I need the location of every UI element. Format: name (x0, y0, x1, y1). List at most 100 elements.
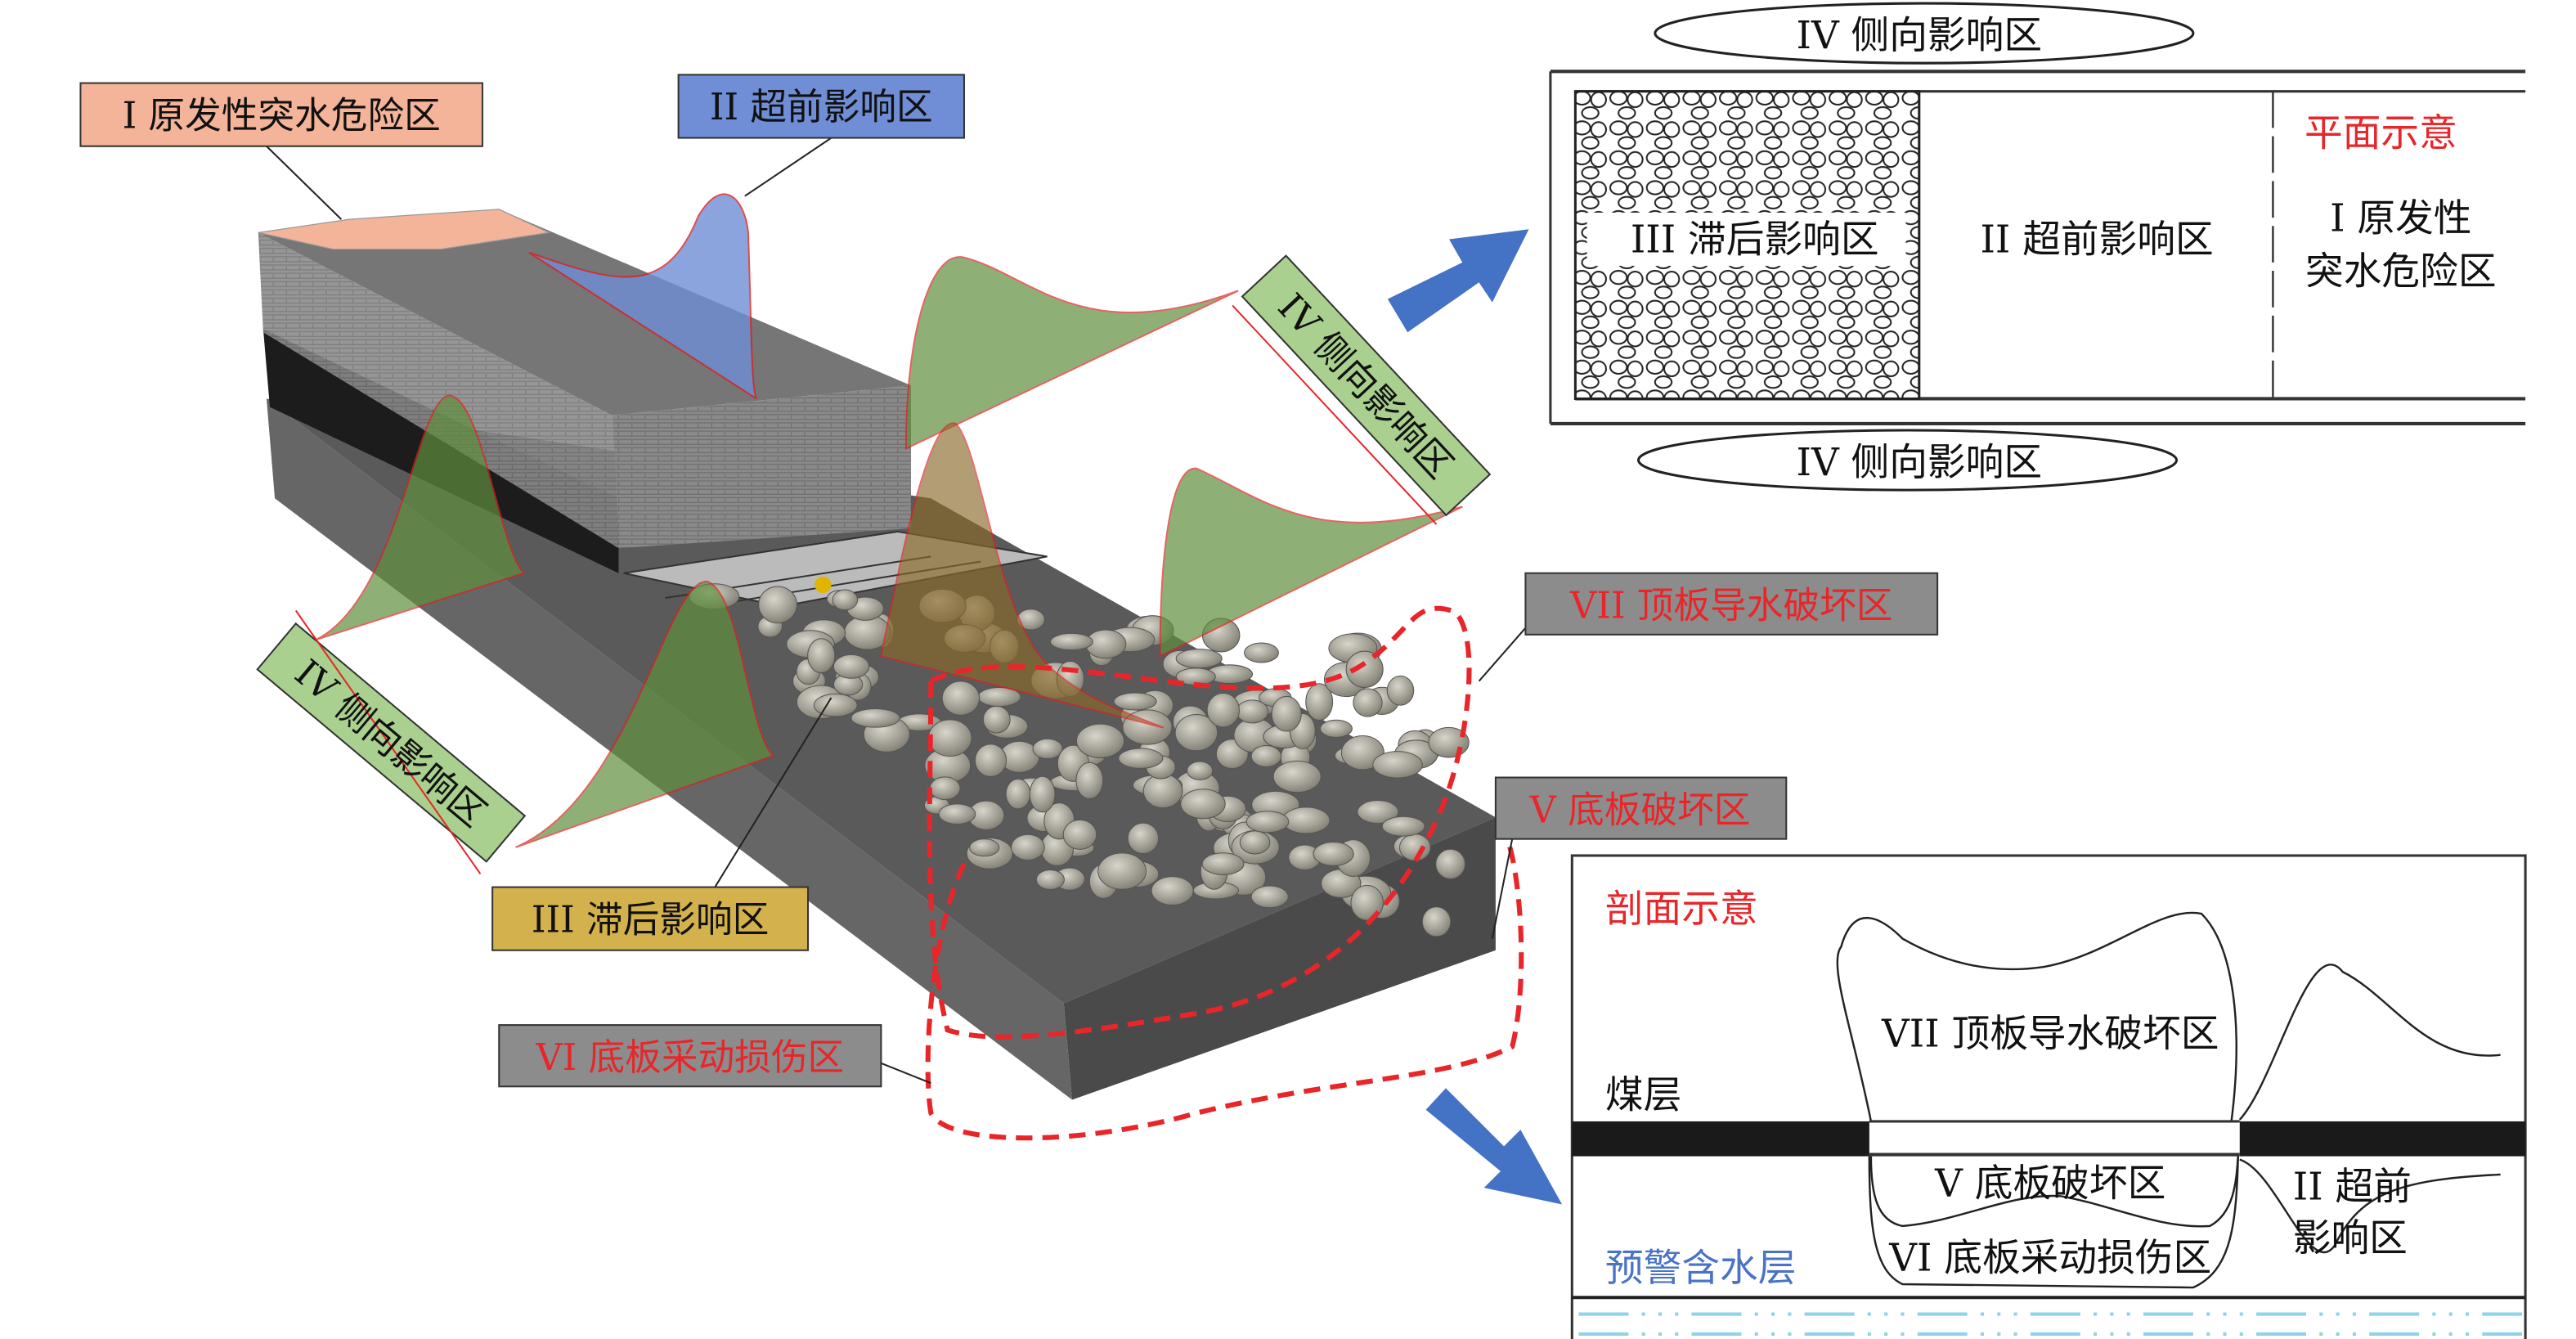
rock (1271, 695, 1302, 732)
rock (982, 705, 1011, 734)
rock (1075, 723, 1125, 759)
rock (969, 838, 1000, 857)
section-view: 剖面示意 VII 顶板导水破坏区 煤层 V 底板破坏区 VI 底板采动损伤区 I… (1570, 854, 2527, 1339)
rock (832, 654, 870, 679)
arrow-to-plan-view-icon (1387, 229, 1529, 333)
zone-III-brown-curve (880, 422, 1165, 729)
rock (1187, 761, 1214, 780)
rock (1097, 852, 1147, 890)
shearer-icon (815, 576, 832, 594)
label-zone-VI-text: VI 底板采动损伤区 (535, 1036, 844, 1079)
rock (1319, 719, 1353, 738)
rock (1381, 816, 1425, 837)
section-zone-II-text-line1: II 超前 (2293, 1165, 2412, 1209)
caved-rocks (689, 583, 1470, 937)
rock (929, 776, 961, 801)
label-zone-VII: VII 顶板导水破坏区 (1524, 572, 1939, 636)
section-zone-VI-outline (1868, 1156, 2239, 1289)
rock (927, 719, 972, 757)
rock (832, 589, 859, 611)
section-zone-II-roof-curve (2238, 964, 2501, 1121)
label-zone-III: III 滞后影响区 (491, 886, 810, 951)
rock (1050, 632, 1093, 651)
rock (1180, 789, 1226, 820)
zone-II-curve (528, 193, 757, 400)
zone-IV-right-curve-upper (904, 256, 1239, 450)
plan-zone-II-text: II 超前影响区 (1980, 218, 2213, 263)
roof-block-front (612, 385, 911, 549)
rock (974, 744, 1008, 778)
rock (1345, 650, 1384, 688)
arrow-to-section-view-icon (1425, 1088, 1563, 1205)
working-face-3d-model (258, 137, 1527, 1141)
label-zone-V-text: V 底板破坏区 (1529, 789, 1751, 831)
plan-bottom-ellipse-text: IV 侧向影响区 (1797, 441, 2043, 485)
rock (1142, 773, 1183, 809)
rock (1372, 751, 1423, 779)
rock (1118, 748, 1164, 769)
plan-zone-III-text: III 滞后影响区 (1631, 218, 1879, 263)
section-aquifer-label: 预警含水层 (1605, 1247, 1797, 1291)
leader-lines (266, 137, 1527, 1085)
rock (1272, 760, 1322, 793)
section-zone-V-outline (1869, 1156, 2239, 1228)
rock (1250, 885, 1289, 909)
rock (1032, 738, 1063, 760)
label-zone-VI: VI 底板采动损伤区 (498, 1024, 882, 1088)
label-zone-I-text: I 原发性突水危险区 (123, 94, 441, 137)
zone-IV-right-curve-lower (1159, 467, 1463, 658)
rock (1357, 800, 1399, 825)
coal-seam-right (2239, 1121, 2526, 1157)
rock (1151, 876, 1194, 906)
section-zone-VI-text: VI 底板采动损伤区 (1888, 1237, 2211, 1281)
section-zone-VII-outline (1836, 911, 2237, 1122)
section-zone-II-floor-curve (2239, 1158, 2501, 1254)
rock (1244, 642, 1279, 663)
rock (1236, 699, 1269, 724)
plan-view: IV 侧向影响区 III 滞后影响区 II 超前影响区 平面示意 I 原发性 突… (1549, 2, 2526, 492)
rock (1127, 822, 1160, 855)
rock (1113, 692, 1157, 711)
zone-III-curve (515, 580, 775, 848)
label-zone-III-text: III 滞后影响区 (532, 898, 770, 941)
rock (938, 803, 976, 825)
rock (758, 586, 797, 624)
rock (1386, 675, 1415, 706)
rock (1175, 649, 1223, 669)
rock (1435, 848, 1466, 879)
section-zone-VII-text: VII 顶板导水破坏区 (1881, 1013, 2219, 1057)
label-zone-II: II 超前影响区 (677, 74, 965, 139)
label-zone-I: I 原发性突水危险区 (79, 82, 483, 147)
rock (1313, 842, 1354, 866)
rock (1062, 819, 1097, 850)
rock (1174, 714, 1218, 752)
label-zone-IV-left-text: IV 侧向影响区 (287, 652, 495, 836)
label-zone-V: V 底板破坏区 (1494, 776, 1788, 840)
rock (941, 681, 981, 716)
rock (1011, 834, 1045, 860)
plan-zone-I-text-line2: 突水危险区 (2305, 249, 2497, 294)
rock (1421, 906, 1452, 937)
rock (1035, 869, 1065, 890)
zone-I-patch (258, 209, 551, 250)
plan-zone-I-text-line1: I 原发性 (2330, 196, 2471, 240)
section-view-title: 剖面示意 (1605, 887, 1758, 932)
rock (1029, 775, 1056, 813)
rock (1250, 745, 1282, 768)
roof-block-side (258, 232, 619, 549)
label-zone-II-text: II 超前影响区 (710, 86, 933, 128)
plan-top-ellipse-text: IV 侧向影响区 (1797, 14, 2043, 58)
rock (1245, 811, 1290, 834)
rock (1353, 688, 1383, 717)
rock (1305, 683, 1334, 721)
rock (850, 708, 900, 728)
coal-seam-left (1572, 1121, 1869, 1157)
rock (1005, 778, 1031, 810)
rock (813, 693, 858, 717)
rock (1201, 852, 1245, 876)
section-zone-V-text: V 底板破坏区 (1934, 1162, 2165, 1206)
zone-V-VI-outline (925, 829, 1524, 1141)
section-coal-seam-label: 煤层 (1605, 1074, 1681, 1118)
label-zone-IV-right-text: IV 侧向影响区 (1270, 285, 1461, 487)
